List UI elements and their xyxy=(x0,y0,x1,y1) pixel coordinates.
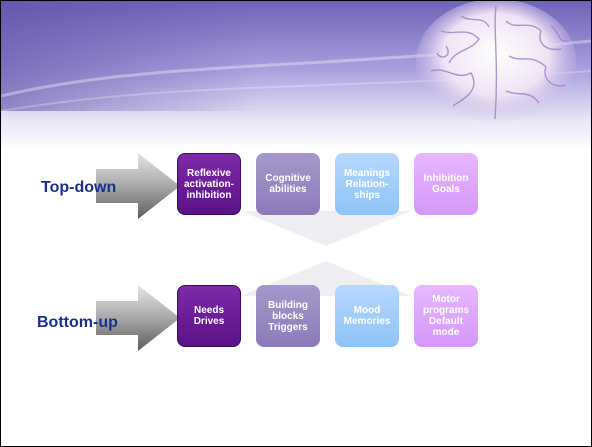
meanings-relationships-box: Meanings Relation- ships xyxy=(335,153,399,215)
cognitive-abilities-box: Cognitive abilities xyxy=(256,153,320,215)
bottom-up-label: Bottom-up xyxy=(37,314,118,331)
top-down-label: Top-down xyxy=(41,179,117,196)
top-down-arrow xyxy=(96,153,180,219)
mood-memories-box: Mood Memories xyxy=(335,285,399,347)
needs-drives-box: Needs Drives xyxy=(177,285,241,347)
bottom-up-arrow xyxy=(96,285,180,351)
header-band xyxy=(1,1,591,151)
reflexive-activation-inhibition-box: Reflexive activation- inhibition xyxy=(177,153,241,215)
brain-image xyxy=(416,1,576,123)
down-chevron-shape xyxy=(241,211,411,246)
building-blocks-triggers-box: Building blocks Triggers xyxy=(256,285,320,347)
inhibition-goals-box: Inhibition Goals xyxy=(414,153,478,215)
motor-programs-default-mode-box: Motor programs Default mode xyxy=(414,285,478,347)
